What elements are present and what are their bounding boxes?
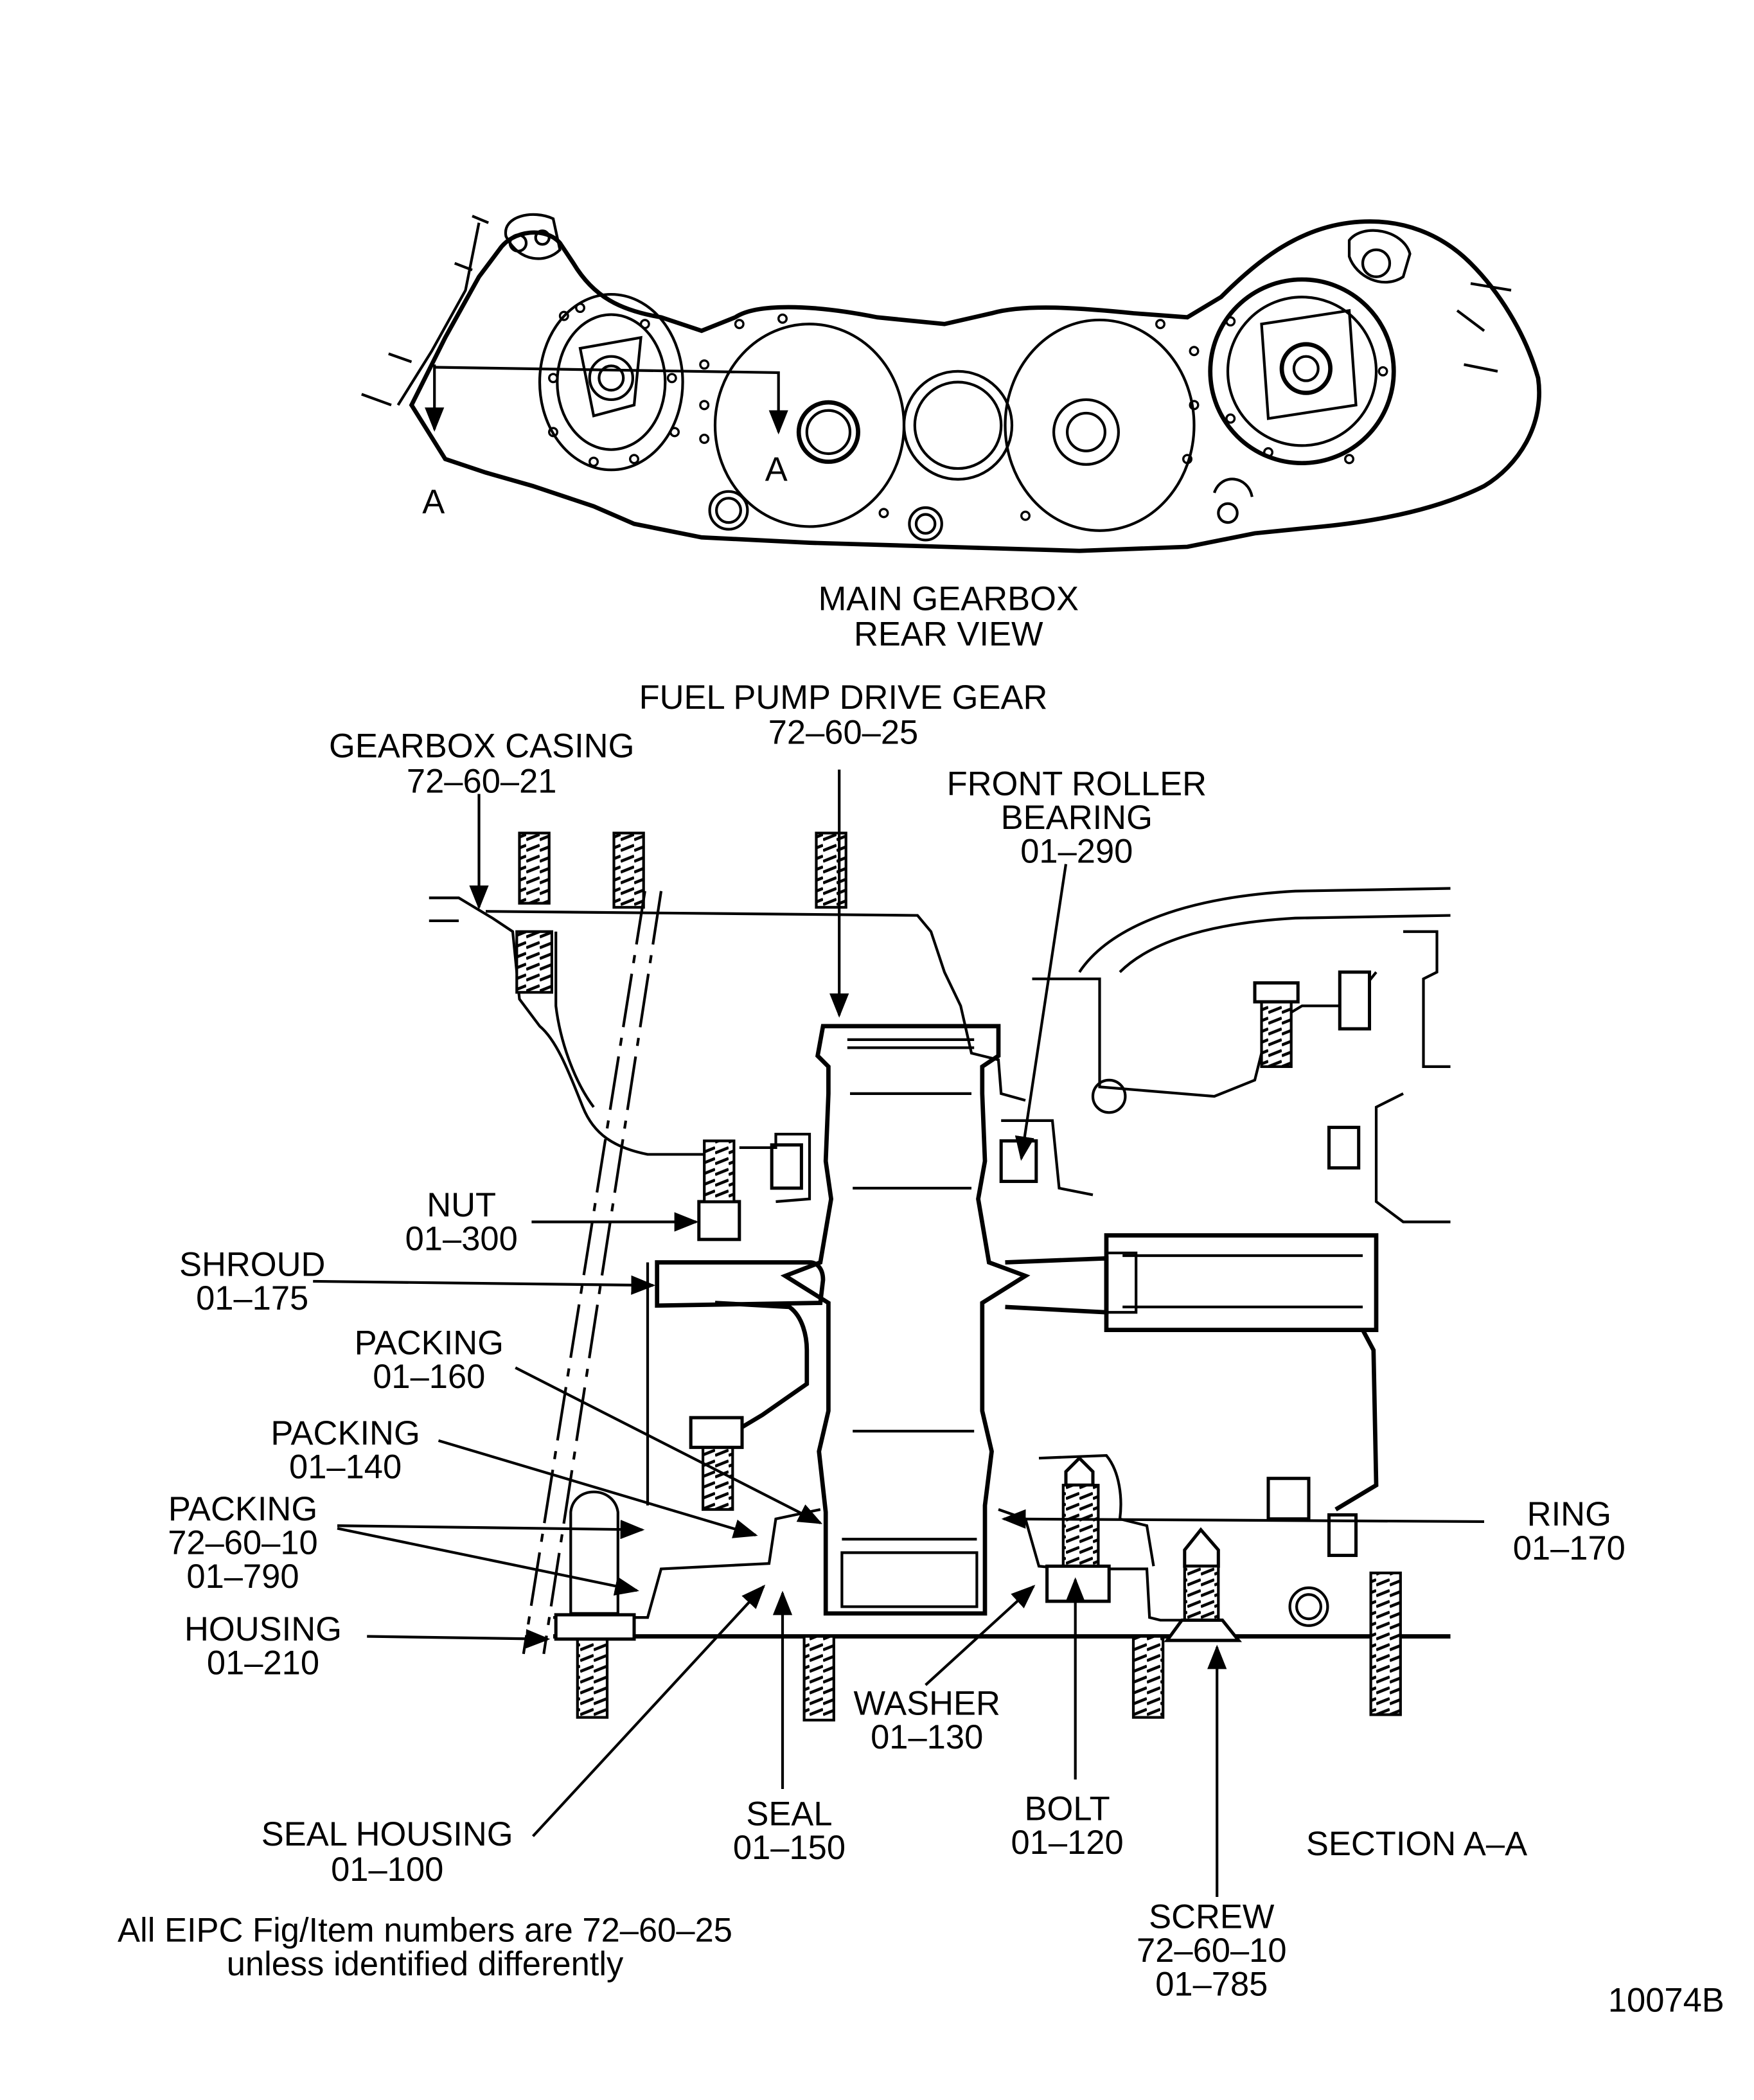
bolt-part (1045, 1455, 1111, 1603)
svg-text:01–790: 01–790 (186, 1558, 299, 1596)
svg-text:72–60–10: 72–60–10 (1137, 1932, 1287, 1970)
svg-text:PACKING: PACKING (168, 1490, 317, 1528)
right-flange (1208, 277, 1396, 466)
svg-text:SCREW: SCREW (1149, 1898, 1275, 1935)
center-pad (1004, 318, 1196, 532)
svg-text:01–785: 01–785 (1155, 1965, 1268, 2003)
svg-text:BEARING: BEARING (1001, 799, 1153, 837)
svg-text:SHROUD: SHROUD (179, 1246, 325, 1284)
section-line-a-a (425, 364, 788, 435)
gearbox-outline (409, 219, 1541, 553)
svg-text:01–175: 01–175 (196, 1279, 308, 1317)
bottom-studs (576, 1571, 1402, 1722)
right-casing (1078, 887, 1451, 973)
svg-text:01–160: 01–160 (373, 1358, 485, 1396)
svg-text:SEAL HOUSING: SEAL HOUSING (261, 1815, 513, 1853)
section-a-a-drawing (429, 832, 1451, 1722)
callout-packing-140: PACKING 01–140 (270, 1414, 420, 1486)
top-view-title-line1: MAIN GEARBOX (819, 580, 1079, 618)
svg-text:NUT: NUT (427, 1186, 496, 1224)
front-roller-bearing-part (999, 1139, 1038, 1183)
svg-text:01–170: 01–170 (1513, 1529, 1626, 1567)
gearbox-casing-wall (429, 896, 729, 1156)
svg-text:SEAL: SEAL (746, 1795, 832, 1833)
callout-gearbox-casing: GEARBOX CASING 72–60–21 (329, 727, 634, 801)
section-marker-right: A (765, 450, 788, 488)
right-bearing-housing (1104, 1233, 1379, 1332)
svg-text:01–120: 01–120 (1011, 1824, 1124, 1862)
callout-screw: SCREW 72–60–10 01–785 (1137, 1898, 1287, 2003)
callout-seal: SEAL 01–150 (733, 1795, 846, 1867)
linkage-rod (396, 222, 481, 406)
callout-packing-160: PACKING 01–160 (355, 1324, 504, 1396)
svg-text:01–300: 01–300 (405, 1220, 518, 1258)
callout-fuel-pump-drive-gear: FUEL PUMP DRIVE GEAR 72–60–25 (639, 679, 1048, 752)
callout-bolt: BOLT 01–120 (1011, 1790, 1124, 1862)
callout-seal-housing: SEAL HOUSING 01–100 (261, 1815, 513, 1889)
callout-washer: WASHER 01–130 (853, 1684, 1000, 1756)
svg-text:72–60–10: 72–60–10 (168, 1524, 318, 1562)
top-view-title-line2: REAR VIEW (854, 615, 1043, 653)
bolt-holes (548, 303, 1388, 521)
svg-text:72–60–21: 72–60–21 (407, 762, 557, 800)
figure-id: 10074B (1608, 1982, 1724, 2020)
note-line2: unless identified differently (227, 1945, 624, 1983)
nut-part (697, 1200, 741, 1241)
callout-housing: HOUSING 01–210 (184, 1610, 342, 1682)
svg-text:BOLT: BOLT (1025, 1790, 1110, 1828)
svg-text:RING: RING (1527, 1495, 1611, 1533)
callout-packing-790: PACKING 72–60–10 01–790 (168, 1490, 318, 1596)
fuel-pump-drive-gear-shaft (780, 1024, 1031, 1616)
svg-text:72–60–25: 72–60–25 (768, 714, 919, 752)
svg-text:01–150: 01–150 (733, 1829, 846, 1867)
top-studs (515, 832, 847, 994)
svg-text:01–130: 01–130 (871, 1718, 983, 1756)
svg-text:01–290: 01–290 (1020, 833, 1133, 871)
section-marker-left: A (422, 483, 445, 521)
svg-text:01–210: 01–210 (207, 1644, 319, 1682)
screw-part (1164, 1527, 1243, 1642)
callout-nut: NUT 01–300 (405, 1186, 518, 1258)
leader-lines (313, 769, 1485, 1898)
svg-text:HOUSING: HOUSING (184, 1610, 342, 1648)
svg-text:01–100: 01–100 (331, 1851, 443, 1889)
gearbox-rear-view-drawing (361, 213, 1541, 553)
svg-text:WASHER: WASHER (853, 1684, 1000, 1722)
fuel-pump-pad (713, 323, 906, 528)
svg-text:PACKING: PACKING (355, 1324, 504, 1362)
shroud-part (655, 1260, 826, 1308)
callout-shroud: SHROUD 01–175 (179, 1246, 325, 1318)
svg-text:FUEL PUMP DRIVE GEAR: FUEL PUMP DRIVE GEAR (639, 679, 1048, 716)
ring-part (1266, 1477, 1311, 1521)
oil-port (1288, 1586, 1329, 1627)
section-title: SECTION A–A (1306, 1825, 1527, 1863)
svg-text:GEARBOX CASING: GEARBOX CASING (329, 727, 634, 765)
note-line1: All EIPC Fig/Item numbers are 72–60–25 (118, 1911, 732, 1949)
svg-text:FRONT ROLLER: FRONT ROLLER (947, 765, 1207, 803)
callout-ring: RING 01–170 (1513, 1495, 1626, 1567)
svg-text:PACKING: PACKING (270, 1414, 420, 1452)
callout-front-roller-bearing: FRONT ROLLER BEARING 01–290 (947, 765, 1207, 871)
left-flange (538, 292, 684, 472)
svg-text:01–140: 01–140 (289, 1448, 402, 1486)
